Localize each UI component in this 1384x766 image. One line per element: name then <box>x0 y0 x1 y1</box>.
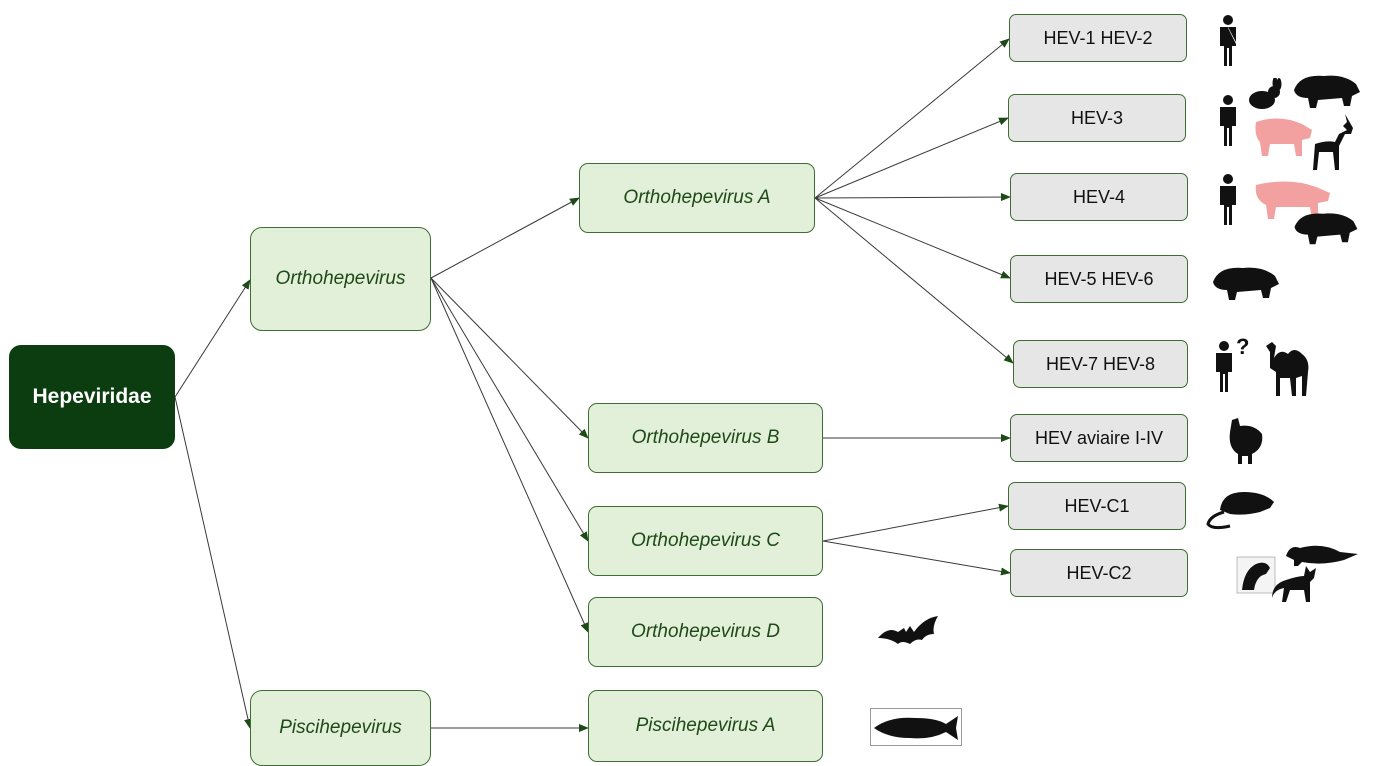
ferret-icon <box>1286 545 1358 566</box>
fox-icon <box>1272 566 1316 602</box>
species-label: Orthohepevirus C <box>631 530 780 551</box>
species-label: Orthohepevirus B <box>631 427 780 448</box>
edge-c-c1 <box>822 503 1009 542</box>
genotype-label: HEV-C1 <box>1064 495 1130 516</box>
pig-icon <box>1255 181 1330 219</box>
species-label: Orthohepevirus A <box>623 187 771 208</box>
edge-a-g12 <box>814 38 1010 199</box>
wild-boar-icon <box>1213 267 1279 300</box>
species-node-piscihepevirus-a: Piscihepevirus A <box>588 690 823 762</box>
genus-label: Piscihepevirus <box>279 717 402 738</box>
root-node-hepeviridae: Hepeviridae <box>9 345 175 449</box>
genotype-label: HEV aviaire I-IV <box>1034 427 1164 448</box>
species-label: Orthohepevirus D <box>631 621 780 642</box>
genotype-label: HEV-5 HEV-6 <box>1044 268 1154 289</box>
edge-c-c2 <box>822 540 1011 576</box>
question-mark: ? <box>1236 334 1249 359</box>
genotype-node-hev-c1: HEV-C1 <box>1008 482 1186 530</box>
genotype-label: HEV-7 HEV-8 <box>1045 353 1156 374</box>
chicken-icon <box>1229 418 1263 464</box>
genotype-label: HEV-4 <box>1072 186 1126 207</box>
camel-icon <box>1266 342 1309 396</box>
human-icon <box>1220 95 1236 146</box>
edge-a-g4 <box>814 193 1011 202</box>
edge-root-pisci <box>174 396 252 729</box>
edge-ortho-b <box>430 277 589 439</box>
edge-ortho-d <box>430 277 589 633</box>
wild-boar-icon <box>1294 213 1358 245</box>
genotype-label: HEV-1 HEV-2 <box>1043 27 1153 48</box>
pig-icon <box>1255 118 1312 156</box>
rabbit-icon <box>1249 78 1282 109</box>
genotype-node-hev-avian: HEV aviaire I-IV <box>1010 414 1188 462</box>
species-label: Piscihepevirus A <box>635 715 776 736</box>
species-node-orthohepevirus-c: Orthohepevirus C <box>588 506 823 576</box>
human-uncertain-icon: ? <box>1216 334 1249 392</box>
genotype-node-hev-3: HEV-3 <box>1008 94 1186 142</box>
bat-icon <box>878 616 938 644</box>
genotype-label: HEV-3 <box>1070 107 1124 128</box>
genotype-node-hev-4: HEV-4 <box>1010 173 1188 221</box>
edge-a-g3 <box>814 117 1009 199</box>
edge-root-ortho <box>174 279 251 398</box>
rat-icon <box>1206 492 1274 530</box>
genotype-node-hev-5-6: HEV-5 HEV-6 <box>1010 255 1188 303</box>
edge-a-g56 <box>814 197 1011 279</box>
genotype-node-hev-1-2: HEV-1 HEV-2 <box>1009 14 1187 62</box>
mink-icon <box>1236 556 1276 594</box>
human-icon <box>1220 15 1237 66</box>
genus-node-piscihepevirus: Piscihepevirus <box>250 690 431 766</box>
genus-label: Orthohepevirus <box>275 268 406 289</box>
genotype-node-hev-7-8: HEV-7 HEV-8 <box>1013 340 1188 388</box>
edge-a-g78 <box>814 197 1014 364</box>
species-node-orthohepevirus-d: Orthohepevirus D <box>588 597 823 667</box>
genus-node-orthohepevirus: Orthohepevirus <box>250 227 431 331</box>
edge-ortho-c <box>430 277 589 542</box>
species-node-orthohepevirus-a: Orthohepevirus A <box>579 163 815 233</box>
deer-icon <box>1313 114 1353 170</box>
root-label: Hepeviridae <box>32 385 152 408</box>
genotype-label: HEV-C2 <box>1066 562 1132 583</box>
genotype-node-hev-c2: HEV-C2 <box>1010 549 1188 597</box>
edge-ortho-a <box>430 197 580 279</box>
species-node-orthohepevirus-b: Orthohepevirus B <box>588 403 823 473</box>
human-icon <box>1220 174 1236 225</box>
wild-boar-icon <box>1294 75 1360 108</box>
trout-icon <box>870 708 962 746</box>
